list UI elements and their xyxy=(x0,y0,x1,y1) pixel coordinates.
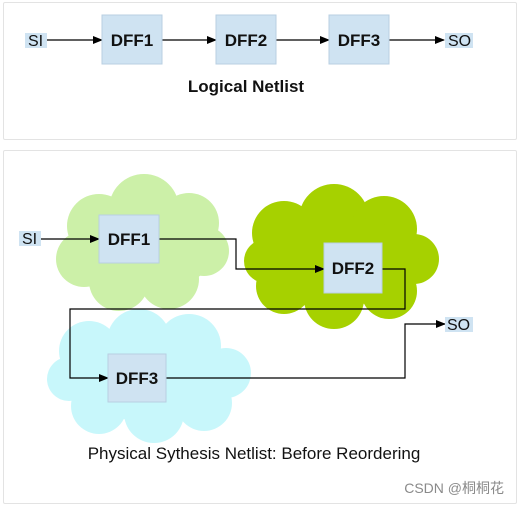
si-label: SI xyxy=(28,33,43,50)
dff1-box xyxy=(101,14,163,65)
dff2-box-physical xyxy=(323,242,383,294)
physical-caption: Physical Sythesis Netlist: Before Reorde… xyxy=(88,444,421,463)
dff3-label: DFF3 xyxy=(338,31,381,50)
dff1-label-physical: DFF1 xyxy=(108,230,151,249)
so-label-physical: SO xyxy=(447,317,470,334)
wire-dff2-dff3-physical xyxy=(69,268,406,382)
so-port-physical xyxy=(445,317,473,332)
logical-netlist-panel: SI DFF1 DFF2 DFF3 SO Logical Netlist xyxy=(3,2,517,140)
dff3-box-physical xyxy=(107,353,167,403)
wire-dff1-dff2-physical xyxy=(159,238,325,273)
wire-dff3-so-physical xyxy=(166,320,446,379)
so-port xyxy=(445,33,473,48)
dff3-label-physical: DFF3 xyxy=(116,369,159,388)
so-label: SO xyxy=(448,33,471,50)
physical-netlist-diagram: SI DFF1 DFF2 DFF3 SO Physical Sythesis N… xyxy=(19,174,504,496)
watermark: CSDN @桐桐花 xyxy=(404,480,504,496)
physical-netlist-panel: SI DFF1 DFF2 DFF3 SO Physical Sythesis N… xyxy=(3,150,517,504)
dff2-box xyxy=(215,14,277,65)
logical-caption: Logical Netlist xyxy=(188,77,305,96)
si-port-physical xyxy=(19,231,41,246)
cloud-dff3 xyxy=(47,309,251,443)
logical-netlist-diagram: SI DFF1 DFF2 DFF3 SO Logical Netlist xyxy=(25,14,473,96)
si-label-physical: SI xyxy=(22,231,37,248)
dff2-label-physical: DFF2 xyxy=(332,259,375,278)
dff3-box xyxy=(328,14,390,65)
dff2-label: DFF2 xyxy=(225,31,268,50)
si-port xyxy=(25,33,47,48)
dff1-label: DFF1 xyxy=(111,31,154,50)
dff1-box-physical xyxy=(98,214,160,264)
